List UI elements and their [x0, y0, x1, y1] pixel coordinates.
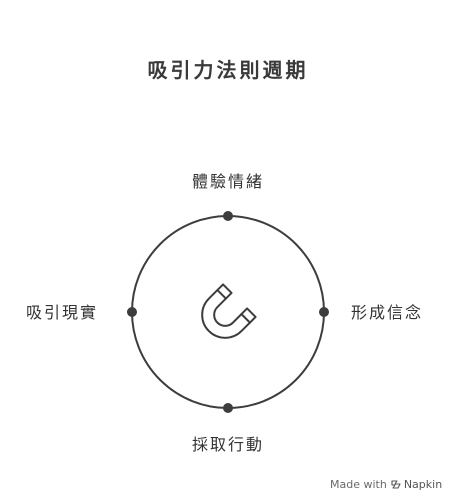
made-with-napkin-watermark: Made with Napkin: [330, 476, 442, 492]
node-dot-left: [127, 307, 137, 317]
node-label-right: 形成信念: [351, 303, 424, 322]
node-dot-right: [319, 307, 329, 317]
napkin-brand-name: Napkin: [403, 477, 443, 491]
node-dot-top: [223, 211, 233, 221]
napkin-brand: Napkin: [391, 478, 442, 491]
magnet-icon: [201, 283, 257, 339]
node-label-bottom: 採取行動: [191, 435, 264, 454]
node-dot-bottom: [223, 403, 233, 413]
napkin-logo-icon: [391, 479, 401, 489]
node-label-left: 吸引現實: [26, 303, 99, 322]
diagram-title: 吸引力法則週期: [147, 58, 309, 82]
node-label-top: 體驗情緒: [191, 172, 264, 191]
watermark-prefix: Made with: [330, 477, 387, 491]
cycle-circle: [131, 215, 325, 409]
